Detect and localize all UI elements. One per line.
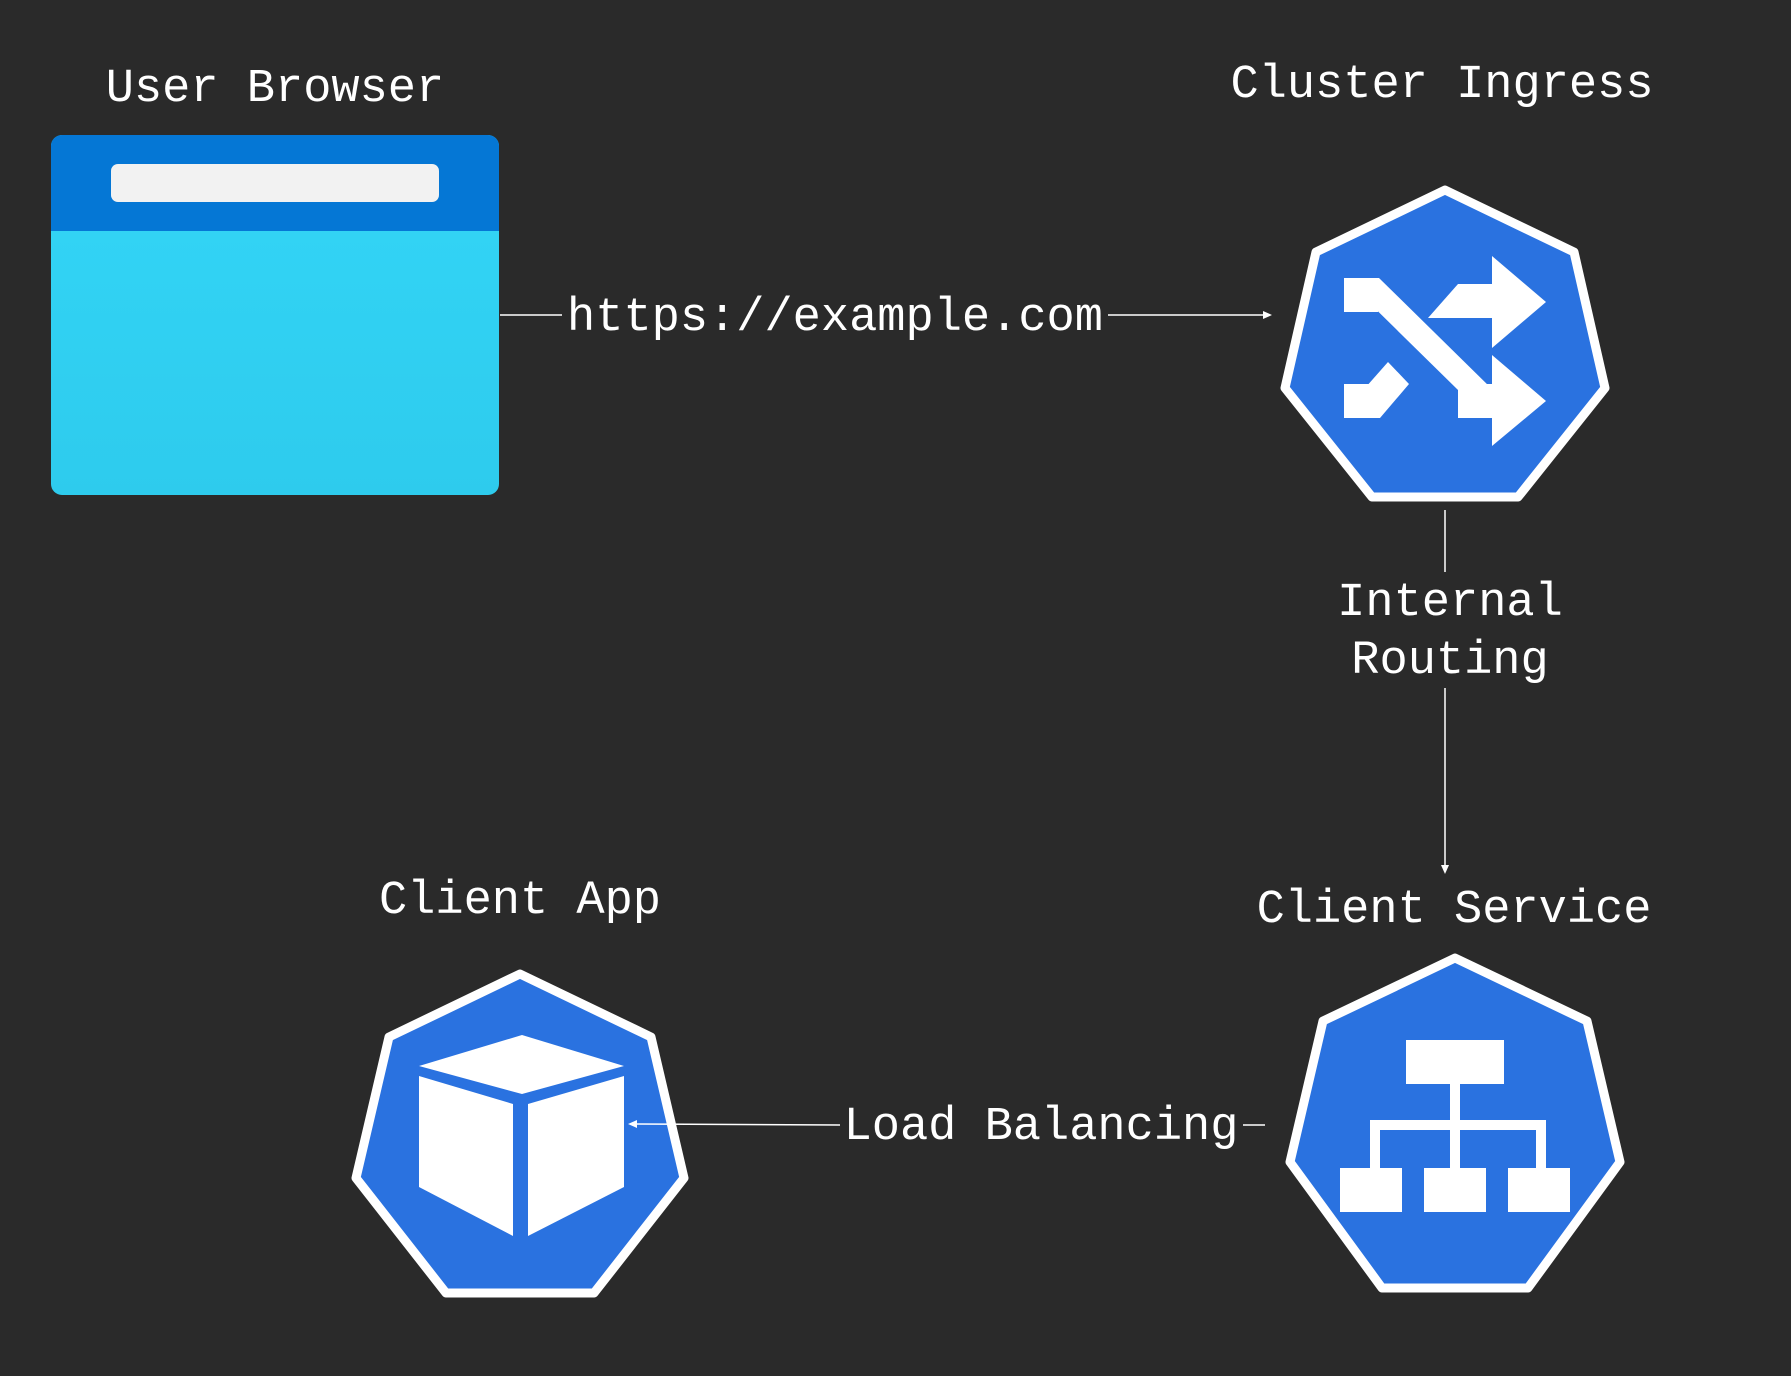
arrowhead-icon	[628, 1120, 637, 1128]
ingress-shuffle-icon	[1280, 185, 1610, 502]
edge-browser-to-ingress: https://example.com	[500, 292, 1272, 345]
edge-label-https: https://example.com	[567, 292, 1103, 345]
browser-window-icon	[51, 135, 499, 495]
edge-ingress-to-service: Internal Routing	[1337, 510, 1563, 874]
arrowhead-icon	[1441, 865, 1449, 874]
pod-cube-icon	[351, 969, 689, 1298]
cluster-ingress-title: Cluster Ingress	[1230, 59, 1653, 112]
edge-label-internal: Internal	[1337, 577, 1563, 630]
user-browser-title: User Browser	[106, 63, 444, 116]
edge-label-routing: Routing	[1351, 635, 1548, 688]
edge-label-load-balancing: Load Balancing	[844, 1101, 1239, 1154]
edge-service-to-app: Load Balancing	[628, 1101, 1265, 1154]
service-network-icon	[1285, 953, 1625, 1293]
client-app-title: Client App	[379, 875, 661, 928]
arrowhead-icon	[1263, 311, 1272, 319]
client-service-title: Client Service	[1257, 884, 1652, 937]
